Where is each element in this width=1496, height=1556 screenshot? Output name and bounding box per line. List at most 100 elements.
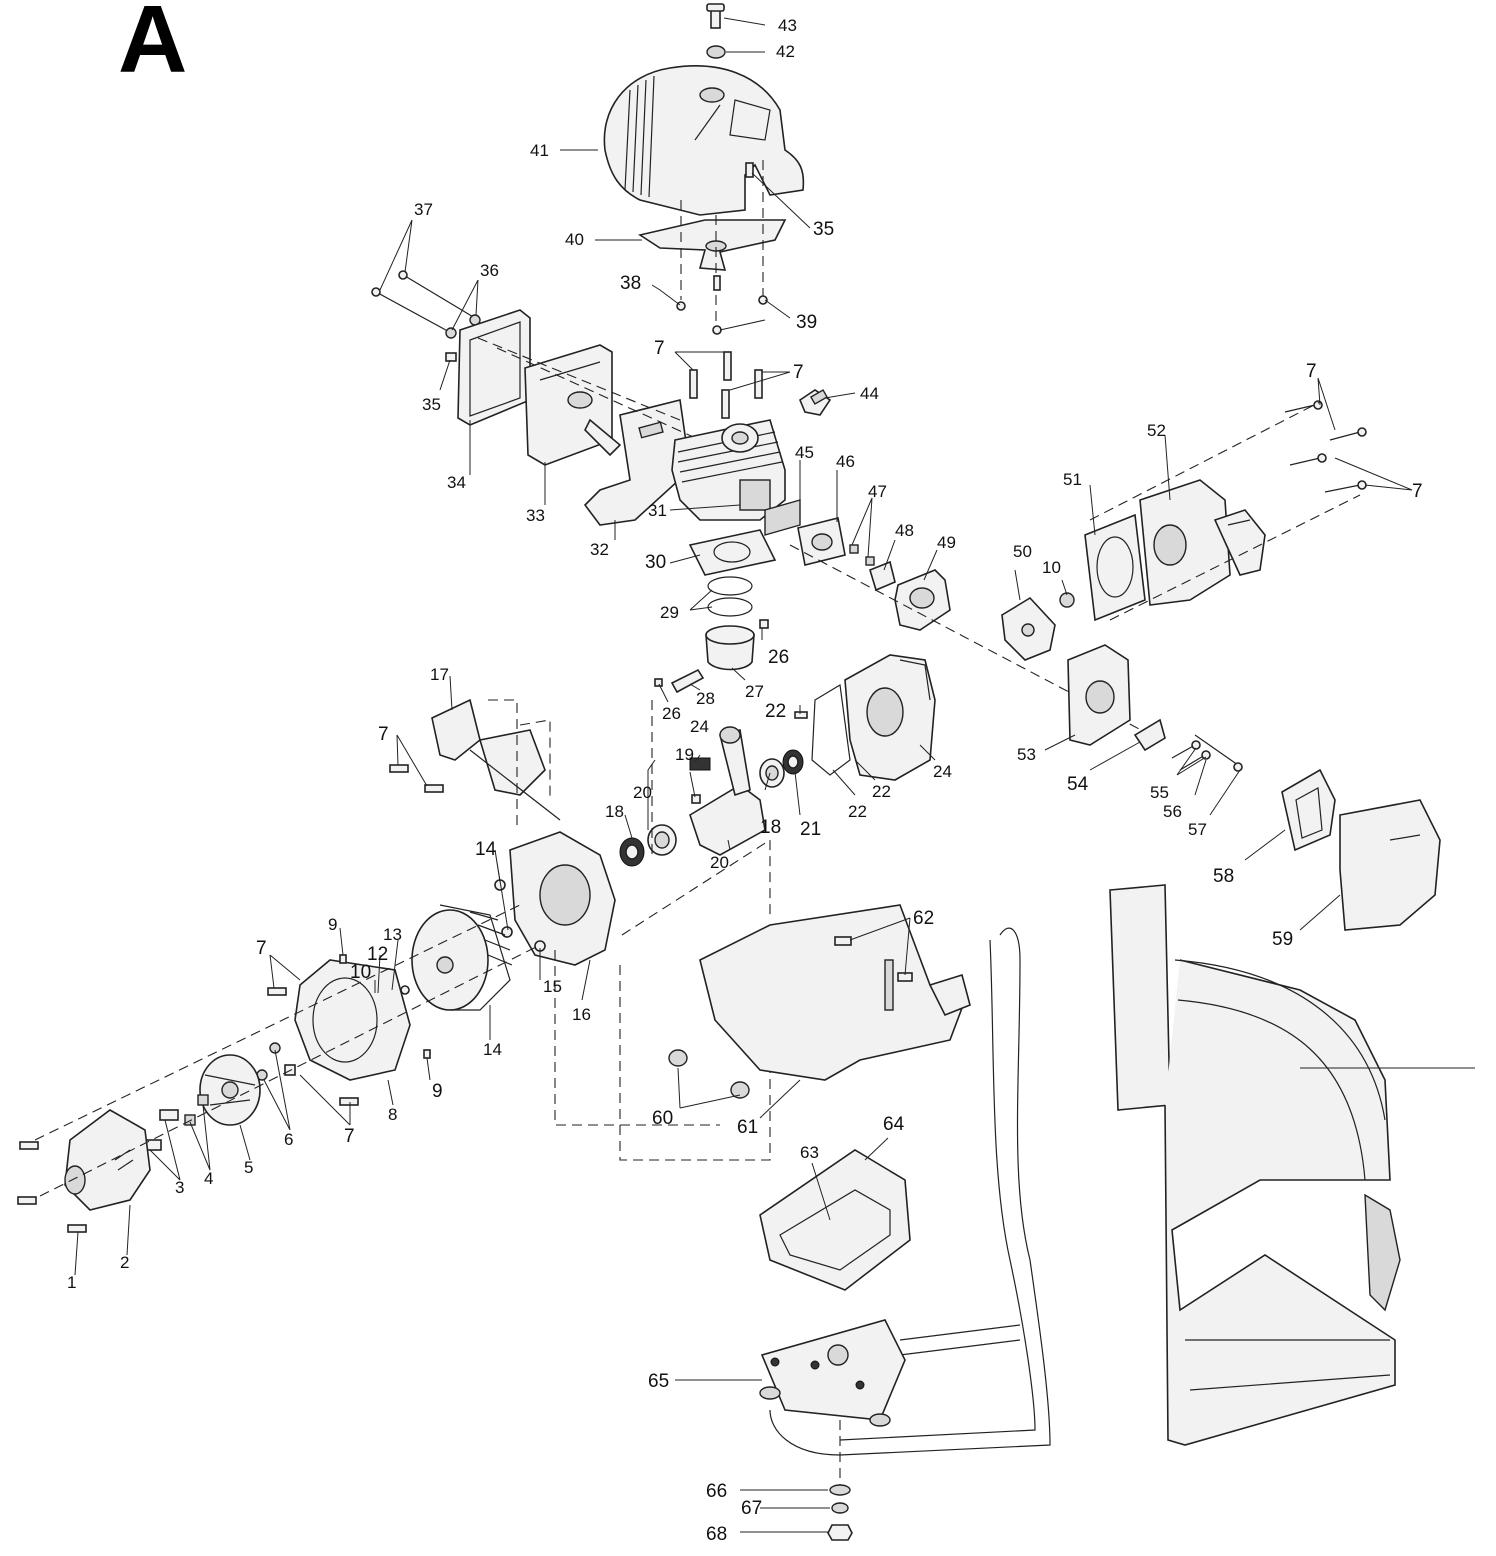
callout-labels: 43 42 41 35 40 37 36 38 39 7 7 44 35 34 …	[67, 16, 1423, 1545]
piston-rings-29	[707, 576, 753, 617]
intake-block-44	[764, 499, 801, 536]
callout-31: 31	[648, 501, 667, 520]
fan-housing-8	[294, 959, 411, 1081]
screw-35-side	[445, 352, 457, 362]
heat-shield-32	[583, 399, 691, 526]
pin-38	[713, 275, 721, 291]
callout-6: 6	[284, 1130, 293, 1149]
callout-14a: 14	[475, 839, 497, 860]
callout-55: 56	[1163, 802, 1182, 821]
insulator-45	[797, 517, 846, 566]
pin-9a	[339, 954, 347, 964]
housing-screws-1	[17, 1141, 87, 1233]
nut-67	[827, 1524, 853, 1541]
piston-27	[705, 625, 755, 671]
callout-5: 5	[244, 1158, 253, 1177]
callout-7e: 7	[378, 724, 389, 745]
gasket-22	[811, 684, 851, 776]
crankcase-half-15	[509, 831, 616, 966]
crankshaft-20	[689, 726, 766, 856]
callout-10b: 10	[1042, 558, 1061, 577]
washer-41	[706, 45, 726, 59]
crankcase-24	[844, 654, 936, 781]
callout-51: 52	[1147, 421, 1166, 440]
dashed-coil-lines	[488, 699, 551, 825]
callout-45: 46	[836, 452, 855, 471]
callout-57: 58	[1213, 866, 1234, 887]
callout-35-top: 35	[813, 219, 834, 240]
callout-19: 19	[675, 745, 694, 764]
dashed-tank-lines	[554, 950, 771, 1161]
callout-7g: 7	[344, 1126, 355, 1147]
callout-7c: 7	[1306, 361, 1317, 382]
screw-61a	[834, 936, 852, 946]
screw-35-top	[745, 162, 754, 178]
bearing-21	[782, 749, 804, 775]
bracket-39	[637, 219, 787, 271]
callout-42: 43	[778, 16, 797, 35]
dashed-muffler-line	[477, 337, 701, 441]
callout-9a: 9	[328, 915, 337, 934]
washer-65	[829, 1484, 851, 1496]
bolt-42	[706, 3, 725, 29]
callout-21: 21	[800, 819, 821, 840]
starter-bolts-7	[1284, 400, 1367, 493]
callout-47: 48	[895, 521, 914, 540]
callout-46: 47	[868, 482, 887, 501]
callout-36: 36	[480, 261, 499, 280]
air-filter-base-52	[1067, 644, 1131, 746]
callout-34: 34	[447, 473, 466, 492]
spark-plug-43	[799, 389, 832, 416]
muffler-33	[524, 344, 622, 466]
callout-44: 45	[795, 443, 814, 462]
callout-66: 67	[741, 1498, 762, 1519]
reed-plate-49	[1001, 596, 1056, 661]
callout-60: 61	[737, 1117, 758, 1138]
dashed-intake-axis	[789, 544, 1161, 741]
callout-14b: 15	[543, 977, 562, 996]
callout-26a: 26	[768, 647, 789, 668]
gasket-30	[688, 529, 777, 576]
key-19	[691, 794, 701, 804]
air-filter-cover-58	[1339, 799, 1441, 931]
callout-29: 29	[660, 603, 679, 622]
callout-17: 18	[605, 802, 624, 821]
needle-bearing-25	[689, 757, 711, 771]
callout-7d: 7	[1412, 481, 1423, 502]
callout-53: 54	[1067, 774, 1089, 795]
callout-38a: 38	[620, 273, 641, 294]
callout-65: 66	[706, 1481, 727, 1502]
back-frame-tube	[769, 927, 1051, 1456]
seal-18a	[647, 824, 677, 856]
ignition-coil-16	[431, 698, 561, 821]
nut-38b	[758, 295, 768, 305]
pin-9b	[423, 1049, 431, 1059]
callout-40: 41	[530, 141, 549, 160]
gaskets-46	[849, 544, 875, 566]
dampers-59	[668, 1049, 750, 1099]
air-filter-element-57	[1281, 768, 1336, 852]
seal-18b	[759, 758, 785, 788]
callout-18a: 20	[633, 783, 652, 802]
callout-7a: 7	[654, 338, 665, 359]
clip-26b	[654, 678, 663, 687]
callout-24: 24	[933, 762, 952, 781]
callout-26b: 26	[662, 704, 681, 723]
coil-bolts-7	[389, 764, 444, 793]
washers-6	[256, 1042, 281, 1081]
callout-64: 65	[648, 1371, 669, 1392]
callout-1: 1	[67, 1273, 76, 1292]
callout-10a: 10	[350, 962, 371, 983]
callout-32: 32	[590, 540, 609, 559]
callout-56: 57	[1188, 820, 1207, 839]
callout-63: 64	[883, 1114, 905, 1135]
callout-25: 24	[690, 717, 709, 736]
callout-7f: 7	[256, 938, 267, 959]
choke-lever-53	[1133, 718, 1166, 752]
clip-26a	[759, 619, 769, 629]
nut-10b	[1059, 592, 1075, 608]
harness-68	[1109, 884, 1401, 1446]
dashed-drive-axis	[34, 904, 541, 1197]
clutch-bolts-3	[142, 1109, 179, 1151]
